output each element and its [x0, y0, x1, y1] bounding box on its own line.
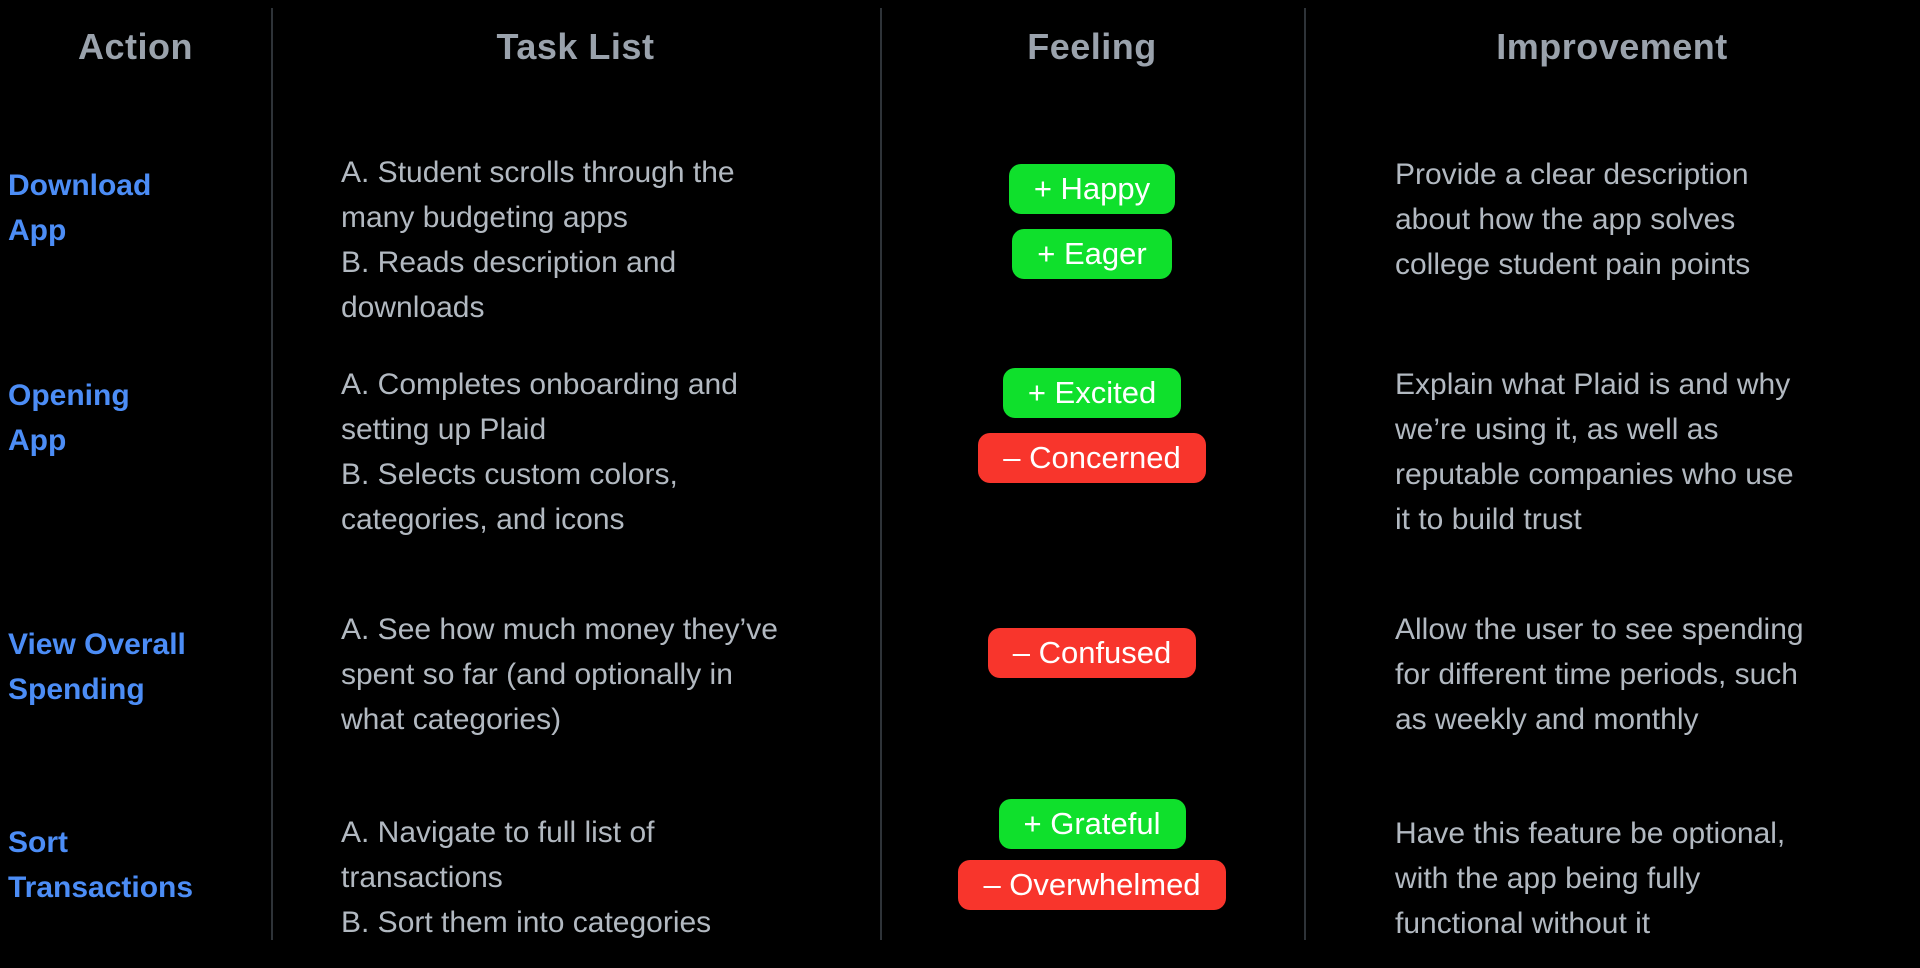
feeling-badge[interactable]: – Overwhelmed	[958, 860, 1226, 911]
action-label-line: App	[8, 424, 67, 457]
improvement-cell: Provide a clear description about how th…	[1395, 152, 1910, 287]
task-line: A. Navigate to full list of	[341, 816, 655, 849]
task-line: A. Completes onboarding and	[341, 368, 738, 401]
column-header-task-list: Task List	[496, 26, 655, 67]
column-header-action: Action	[78, 26, 193, 67]
task-list-cell: A. See how much money they’ve spent so f…	[341, 607, 871, 742]
feeling-badge[interactable]: + Grateful	[998, 799, 1186, 850]
task-line: A. Student scrolls through the	[341, 156, 735, 189]
column-header-improvement: Improvement	[1496, 26, 1728, 67]
action-label-line: App	[8, 214, 67, 247]
improvement-line: we’re using it, as well as	[1395, 413, 1719, 446]
improvement-line: it to build trust	[1395, 503, 1582, 536]
feeling-badge[interactable]: + Happy	[1008, 164, 1176, 215]
improvement-line: functional without it	[1395, 907, 1651, 940]
improvement-line: Provide a clear description	[1395, 158, 1749, 191]
task-line: B. Reads description and	[341, 246, 677, 279]
task-line: many budgeting apps	[341, 201, 628, 234]
task-list-cell: A. Navigate to full list of transactions…	[341, 810, 871, 945]
column-divider	[1304, 8, 1306, 940]
action-label-line: Sort	[8, 826, 68, 859]
task-line: spent so far (and optionally in	[341, 658, 733, 691]
feeling-badge[interactable]: + Eager	[1012, 229, 1172, 280]
action-cell-sort-transactions: Sort Transactions	[8, 820, 263, 910]
task-line: downloads	[341, 291, 485, 324]
action-cell-opening-app: Opening App	[8, 373, 263, 463]
action-cell-download-app: Download App	[8, 163, 263, 253]
improvement-line: Have this feature be optional,	[1395, 817, 1786, 850]
column-divider	[271, 8, 273, 940]
action-label-line: Spending	[8, 673, 145, 706]
improvement-line: about how the app solves	[1395, 203, 1736, 236]
feeling-cell: + Happy + Eager	[880, 164, 1304, 280]
feeling-badge[interactable]: – Concerned	[978, 433, 1206, 484]
task-list-cell: A. Completes onboarding and setting up P…	[341, 362, 871, 542]
feeling-badge[interactable]: – Confused	[987, 628, 1197, 679]
improvement-line: college student pain points	[1395, 248, 1751, 281]
improvement-cell: Explain what Plaid is and why we’re usin…	[1395, 362, 1910, 542]
feeling-cell: + Grateful – Overwhelmed	[880, 799, 1304, 911]
action-cell-view-overall-spending: View Overall Spending	[8, 622, 263, 712]
task-line: B. Selects custom colors,	[341, 458, 678, 491]
task-line: transactions	[341, 861, 503, 894]
column-divider	[880, 8, 882, 940]
task-line: what categories)	[341, 703, 562, 736]
feeling-cell: + Excited – Concerned	[880, 368, 1304, 484]
feeling-badge[interactable]: + Excited	[1002, 368, 1182, 419]
action-label-line: Transactions	[8, 871, 194, 904]
task-list-cell: A. Student scrolls through the many budg…	[341, 150, 871, 330]
improvement-line: reputable companies who use	[1395, 458, 1794, 491]
action-label-line: Opening	[8, 379, 130, 412]
column-header-feeling: Feeling	[1027, 26, 1157, 67]
task-line: B. Sort them into categories	[341, 906, 712, 939]
improvement-line: Explain what Plaid is and why	[1395, 368, 1791, 401]
task-line: setting up Plaid	[341, 413, 547, 446]
improvement-line: for different time periods, such	[1395, 658, 1798, 691]
improvement-cell: Allow the user to see spending for diffe…	[1395, 607, 1910, 742]
task-line: categories, and icons	[341, 503, 625, 536]
improvement-line: Allow the user to see spending	[1395, 613, 1804, 646]
action-label-line: Download	[8, 169, 152, 202]
task-line: A. See how much money they’ve	[341, 613, 778, 646]
action-label-line: View Overall	[8, 628, 186, 661]
improvement-line: as weekly and monthly	[1395, 703, 1699, 736]
improvement-cell: Have this feature be optional, with the …	[1395, 811, 1910, 946]
feeling-cell: – Confused	[880, 628, 1304, 679]
improvement-line: with the app being fully	[1395, 862, 1701, 895]
